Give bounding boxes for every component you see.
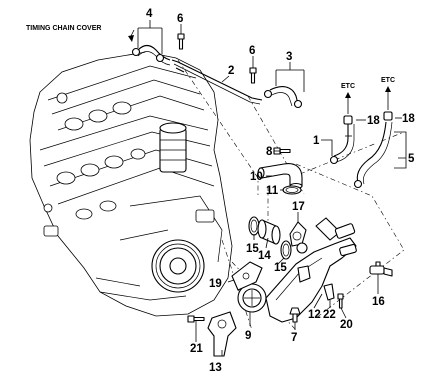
etc-label-right: ETC — [381, 77, 395, 84]
callout-21: 21 — [190, 343, 203, 355]
callout-17: 17 — [292, 201, 305, 213]
part-15-gasket-a — [248, 216, 260, 236]
etc-arrow-right — [385, 86, 391, 110]
part-1-hose — [329, 124, 355, 165]
oil-filter-housing — [159, 122, 187, 173]
part-16-sensor — [369, 261, 393, 277]
part-22-clip — [323, 283, 335, 301]
hose-clamp — [353, 179, 363, 189]
callout-6: 6 — [177, 13, 183, 25]
part-6-bolt-b — [249, 67, 257, 84]
part-9-thermostat — [237, 283, 267, 313]
callout-16: 16 — [372, 296, 385, 308]
callout-4: 4 — [146, 8, 153, 20]
leader-lines — [137, 20, 407, 356]
callout-13: 13 — [209, 362, 222, 374]
part-18-clip-a — [343, 115, 353, 125]
part-18-clip-b — [383, 111, 393, 121]
callout-numbers: 4 6 2 6 3 1 18 18 5 8 10 11 17 15 14 15 … — [146, 8, 415, 374]
part-10-elbow — [257, 163, 303, 190]
callout-19: 19 — [209, 278, 222, 290]
hose-clamp — [263, 89, 273, 99]
engine-assembly — [29, 51, 233, 317]
callout-15: 15 — [246, 243, 259, 255]
hose-clamp — [293, 99, 303, 109]
part-19-bracket — [231, 261, 263, 291]
callout-5: 5 — [408, 153, 415, 165]
callout-11: 11 — [266, 185, 279, 197]
callout-20: 20 — [340, 319, 353, 331]
hose-clamp — [155, 53, 165, 63]
part-5-hose — [353, 121, 393, 189]
callout-2: 2 — [228, 65, 234, 77]
callout-12: 12 — [308, 309, 321, 321]
crank-pulley — [151, 239, 205, 293]
callout-14: 14 — [258, 250, 271, 262]
timing-cover-arrow — [128, 29, 135, 42]
callout-18: 18 — [402, 113, 415, 125]
callout-9: 9 — [245, 330, 251, 342]
part-21-bolt — [187, 315, 205, 323]
etc-label-left: ETC — [341, 83, 355, 90]
part-13-cover — [207, 311, 237, 357]
callout-3: 3 — [286, 51, 292, 63]
callout-8: 8 — [266, 146, 273, 158]
part-11-o-ring — [282, 185, 302, 195]
part-4-hose — [131, 44, 171, 66]
part-3-hose — [263, 86, 303, 109]
callout-1: 1 — [313, 135, 320, 147]
part-20-bolt — [337, 293, 344, 309]
intake-ports — [56, 101, 146, 220]
part-6-bolt-a — [177, 33, 185, 50]
callout-7: 7 — [291, 332, 297, 344]
timing-chain-cover-label: TIMING CHAIN COVER — [26, 25, 101, 32]
part-14-pipe — [257, 219, 281, 245]
etc-arrow-left — [345, 92, 351, 114]
callout-10: 10 — [250, 171, 263, 183]
part-2-pipe — [171, 59, 263, 105]
callout-22: 22 — [323, 309, 336, 321]
callout-15: 15 — [274, 262, 287, 274]
part-15-gasket-b — [280, 240, 292, 260]
hose-clamp — [131, 47, 141, 57]
part-7-bolt — [289, 307, 301, 323]
part-17-gasket — [289, 221, 307, 247]
part-12-coolant-housing — [265, 217, 357, 323]
hose-clamp — [329, 155, 339, 165]
callout-18: 18 — [367, 115, 380, 127]
text-labels: TIMING CHAIN COVER ETC ETC — [26, 25, 395, 90]
callout-6: 6 — [249, 45, 255, 57]
